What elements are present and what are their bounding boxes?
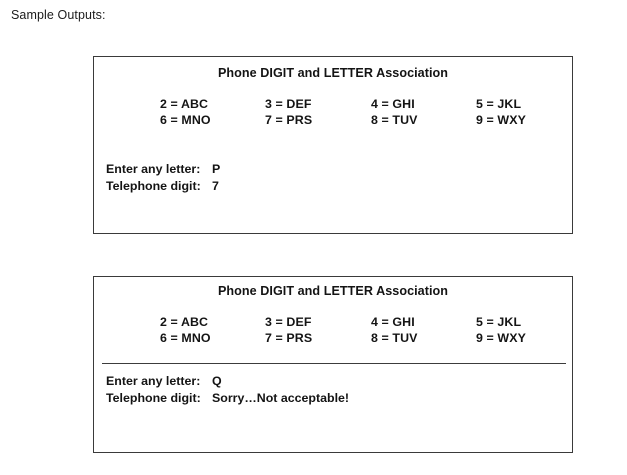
output-box-title: Phone DIGIT and LETTER Association [217, 284, 449, 298]
grid-spacer [94, 97, 160, 111]
output-box-title: Phone DIGIT and LETTER Association [217, 66, 449, 80]
prompt-value: P [212, 162, 221, 176]
grid-spacer [94, 315, 160, 329]
prompt-line: Enter any letter: P [106, 161, 220, 178]
sample-output-box-2: Phone DIGIT and LETTER Association 2 = A… [93, 276, 573, 453]
prompt-label: Enter any letter: [106, 162, 201, 176]
keypad-entry-7: 7 = PRS [265, 331, 313, 345]
section-divider [102, 363, 566, 364]
grid-spacer [94, 113, 160, 127]
console-result-block: Enter any letter: Q Telephone digit: Sor… [106, 373, 349, 406]
console-result-block: Enter any letter: P Telephone digit: 7 [106, 161, 220, 194]
keypad-entry-4: 4 = GHI [371, 97, 415, 111]
result-value: 7 [212, 178, 219, 193]
page-title: Sample Outputs: [11, 8, 106, 22]
result-label: Telephone digit: [106, 390, 201, 405]
prompt-line: Enter any letter: Q [106, 373, 349, 390]
keypad-digit-letter-grid: 2 = ABC 3 = DEF 4 = GHI 5 = JKL 6 = MNO … [94, 315, 572, 345]
result-line: Telephone digit: Sorry…Not acceptable! [106, 390, 349, 407]
keypad-entry-5: 5 = JKL [476, 97, 522, 111]
sample-output-box-1: Phone DIGIT and LETTER Association 2 = A… [93, 56, 573, 234]
keypad-digit-letter-grid: 2 = ABC 3 = DEF 4 = GHI 5 = JKL 6 = MNO … [94, 97, 572, 127]
keypad-entry-5: 5 = JKL [476, 315, 522, 329]
result-label: Telephone digit: [106, 178, 201, 193]
keypad-entry-7: 7 = PRS [265, 113, 313, 127]
result-value: Sorry…Not acceptable! [212, 390, 350, 405]
keypad-entry-6: 6 = MNO [160, 113, 211, 127]
keypad-entry-8: 8 = TUV [371, 113, 418, 127]
keypad-entry-2: 2 = ABC [160, 97, 209, 111]
grid-spacer [94, 331, 160, 345]
keypad-entry-3: 3 = DEF [265, 315, 312, 329]
keypad-entry-2: 2 = ABC [160, 315, 209, 329]
keypad-entry-3: 3 = DEF [265, 97, 312, 111]
prompt-label: Enter any letter: [106, 374, 201, 388]
keypad-entry-4: 4 = GHI [371, 315, 415, 329]
keypad-entry-8: 8 = TUV [371, 331, 418, 345]
keypad-entry-6: 6 = MNO [160, 331, 211, 345]
keypad-entry-9: 9 = WXY [476, 331, 526, 345]
result-line: Telephone digit: 7 [106, 178, 220, 195]
prompt-value: Q [212, 374, 222, 388]
keypad-entry-9: 9 = WXY [476, 113, 526, 127]
